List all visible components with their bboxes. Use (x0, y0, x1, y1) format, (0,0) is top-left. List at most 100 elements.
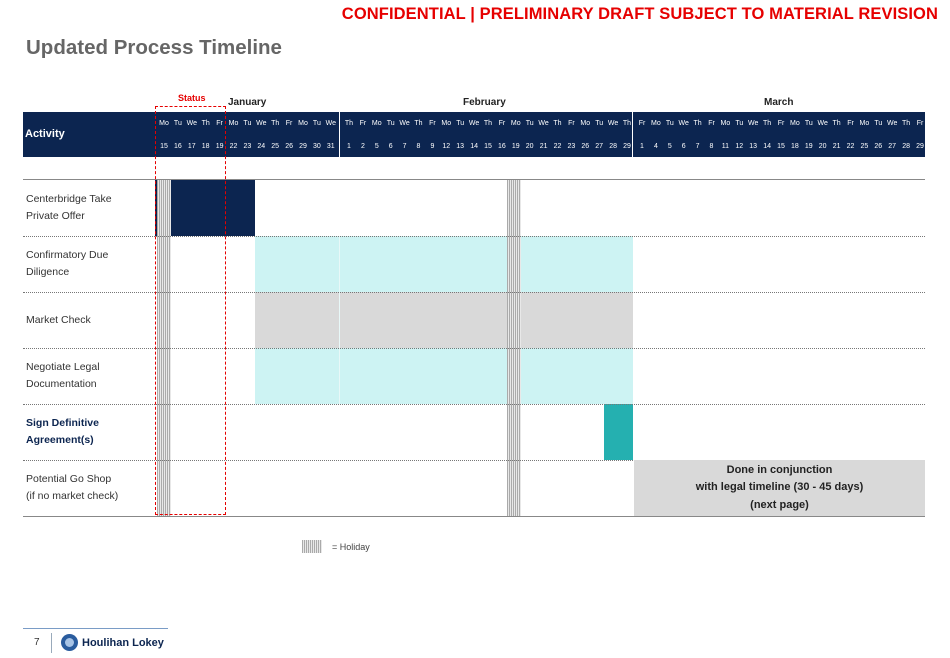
date-header-january: 24 (257, 143, 266, 150)
date-header-february: 12 (442, 143, 451, 150)
day-header-january: Mo (159, 120, 169, 127)
day-header-january: Tu (312, 120, 321, 127)
holiday-legend-swatch (302, 540, 322, 553)
day-header-february: We (607, 120, 619, 127)
row-divider (23, 348, 925, 349)
day-header-january: Tu (243, 120, 252, 127)
date-header-february: 13 (456, 143, 465, 150)
day-header-march: Th (902, 120, 911, 127)
day-header-march: Th (832, 120, 841, 127)
date-header-february: 9 (430, 143, 435, 150)
date-header-march: 18 (790, 143, 799, 150)
day-header-march: Tu (665, 120, 674, 127)
date-header-march: 12 (735, 143, 744, 150)
day-header-february: Th (414, 120, 423, 127)
date-header-january: 26 (285, 143, 293, 150)
day-header-march: Mo (790, 120, 800, 127)
day-header-february: Th (483, 120, 493, 127)
date-header-january: 15 (160, 143, 168, 150)
date-header-january: 25 (271, 143, 280, 150)
bar-due-diligence (255, 236, 633, 292)
date-header-february: 28 (609, 143, 617, 150)
activity-label-centerbridge: Centerbridge Take Private Offer (26, 193, 112, 222)
status-marker-box (155, 106, 226, 515)
day-header-march: Tu (735, 120, 744, 127)
date-header-march: 8 (709, 143, 714, 150)
date-header-january: 17 (187, 143, 196, 150)
date-header-february: 27 (595, 143, 604, 150)
date-header-january: 19 (215, 143, 224, 150)
bar-legal-documentation (255, 348, 633, 404)
footer-rule (23, 628, 168, 629)
date-header-march: 7 (695, 143, 700, 150)
page-number: 7 (34, 637, 40, 648)
date-header-march: 22 (846, 143, 855, 150)
timeline-header (23, 112, 925, 157)
day-header-march: Tu (804, 120, 813, 127)
day-header-march: Fr (847, 120, 854, 127)
date-header-january: 29 (299, 143, 307, 150)
date-header-march: 13 (749, 143, 758, 150)
month-label-january: January (228, 97, 267, 108)
activity-header: Activity (25, 128, 65, 140)
day-header-january: Mo (298, 120, 308, 127)
day-header-january: We (256, 120, 267, 127)
bar-market-check (255, 292, 633, 348)
note-line: (next page) (750, 498, 809, 511)
date-header-february: 16 (497, 143, 506, 150)
date-header-february: 6 (388, 143, 393, 150)
date-header-february: 5 (374, 143, 379, 150)
date-header-january: 23 (243, 143, 252, 150)
activity-label-legal: Negotiate Legal Documentation (26, 361, 100, 390)
day-header-february: Fr (568, 120, 575, 127)
month-divider (339, 112, 340, 157)
day-header-january: Th (271, 120, 280, 127)
day-header-february: Mo (580, 120, 591, 127)
confidential-banner: CONFIDENTIAL | PRELIMINARY DRAFT SUBJECT… (341, 5, 938, 23)
date-header-february: 20 (525, 143, 534, 150)
day-header-january: Fr (216, 120, 223, 127)
date-header-march: 1 (640, 143, 644, 150)
day-header-march: Fr (708, 120, 715, 127)
day-header-january: Fr (285, 120, 293, 127)
day-header-february: We (399, 120, 410, 127)
date-header-february: 29 (623, 143, 631, 150)
day-header-march: Tu (874, 120, 883, 127)
day-header-february: Mo (510, 120, 521, 127)
date-header-february: 26 (581, 143, 590, 150)
bar-centerbridge-offer (155, 180, 255, 236)
day-header-january: Mo (228, 120, 239, 127)
activity-label-due-diligence: Confirmatory Due Diligence (26, 249, 109, 278)
grid-line (339, 236, 340, 404)
day-header-march: Mo (720, 120, 731, 127)
day-header-february: Th (553, 120, 562, 127)
date-header-january: 22 (229, 143, 238, 150)
day-header-january: We (325, 120, 336, 127)
day-header-march: Mo (651, 120, 661, 127)
date-header-march: 25 (860, 143, 869, 150)
date-header-january: 16 (173, 143, 182, 150)
day-header-february: Th (344, 120, 354, 127)
day-header-february: Fr (498, 120, 506, 127)
status-label: Status (178, 93, 206, 103)
date-header-january: 30 (312, 143, 321, 150)
page-title: Updated Process Timeline (26, 36, 282, 59)
date-header-march: 20 (818, 143, 827, 150)
row-divider (23, 292, 925, 293)
note-line: Done in conjunction (726, 463, 833, 476)
date-header-february: 22 (553, 143, 562, 150)
date-header-january: 18 (201, 143, 210, 150)
date-header-march: 19 (804, 143, 813, 150)
day-header-february: Fr (359, 120, 367, 127)
date-header-february: 1 (347, 143, 351, 150)
day-header-february: Tu (386, 120, 395, 127)
row-divider (23, 404, 925, 405)
day-header-march: Fr (916, 120, 924, 127)
date-header-march: 15 (777, 143, 785, 150)
bar-sign-agreement (604, 404, 633, 460)
day-header-february: Tu (456, 120, 465, 127)
globe-logo-icon (61, 634, 78, 651)
date-header-march: 4 (653, 143, 658, 150)
activity-label-sign-agreement: Sign Definitive Agreement(s) (26, 417, 99, 446)
day-header-february: Mo (371, 120, 382, 127)
